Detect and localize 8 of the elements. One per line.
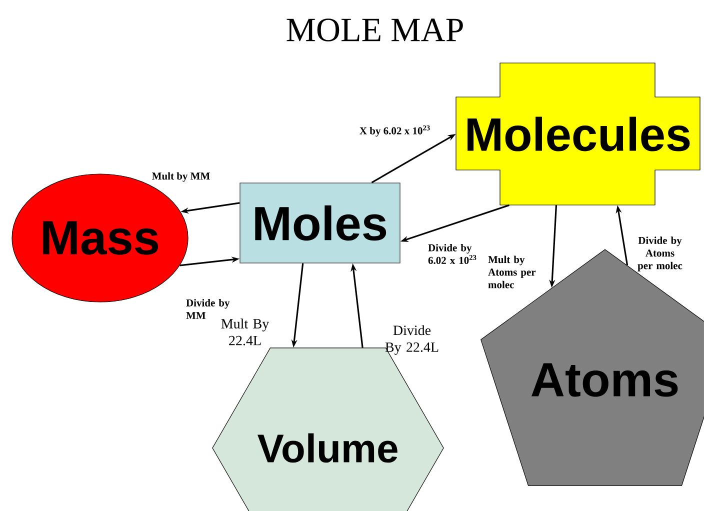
edge-label: Divide by MM bbox=[186, 299, 230, 319]
edge-label: Mult By 22.4L bbox=[221, 318, 270, 346]
edge-label: Mult by Atoms per molec bbox=[488, 256, 536, 288]
moles-box: Moles bbox=[240, 182, 400, 264]
edge-label: X by 6.02 x 10$^{23}$ bbox=[360, 125, 430, 137]
edge-label: Divide by 6.02 x 10$^{23}$ bbox=[428, 244, 476, 264]
title: MOLE MAP bbox=[286, 18, 463, 42]
molecules-cross: Molecules bbox=[456, 62, 700, 206]
